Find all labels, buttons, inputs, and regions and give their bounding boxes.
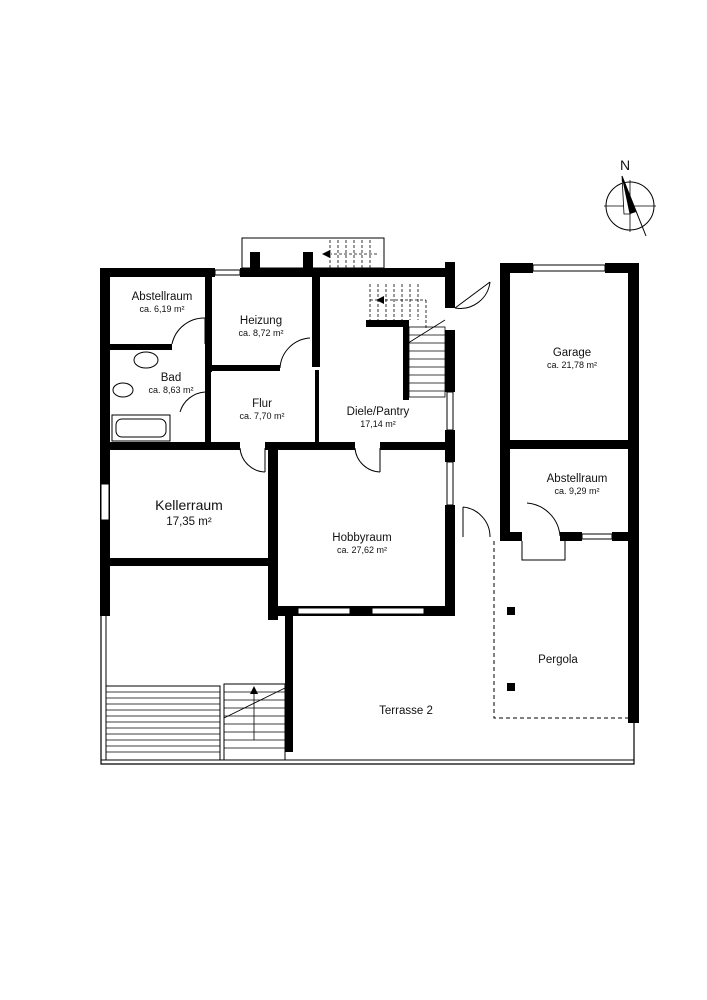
room-labels: Abstellraum ca. 6,19 m² Heizung ca. 8,72… <box>132 291 608 717</box>
room-abstellraum-2-name: Abstellraum <box>547 473 608 485</box>
outdoor-stairs <box>105 683 286 761</box>
room-flur-name: Flur <box>252 398 272 410</box>
room-hobbyraum-area: ca. 27,62 m² <box>337 545 387 555</box>
room-garage-name: Garage <box>553 347 591 359</box>
room-bad-area: ca. 8,63 m² <box>148 385 193 395</box>
room-abstellraum-2-area: ca. 9,29 m² <box>554 486 599 496</box>
room-abstellraum-1-area: ca. 6,19 m² <box>139 304 184 314</box>
walls <box>100 252 639 752</box>
room-heizung-name: Heizung <box>240 315 282 327</box>
room-kellerraum-name: Kellerraum <box>155 497 223 513</box>
terrace-outline <box>100 541 635 765</box>
top-stairs <box>241 237 446 398</box>
room-diele-name: Diele/Pantry <box>347 406 410 418</box>
compass: N <box>604 157 656 237</box>
room-flur-area: ca. 7,70 m² <box>239 411 284 421</box>
windows <box>100 264 613 615</box>
room-abstellraum-1-name: Abstellraum <box>132 291 193 303</box>
room-heizung-area: ca. 8,72 m² <box>238 328 283 338</box>
room-hobbyraum-name: Hobbyraum <box>332 532 391 544</box>
room-kellerraum-area: 17,35 m² <box>166 516 212 528</box>
room-garage-area: ca. 21,78 m² <box>547 360 597 370</box>
room-bad-name: Bad <box>161 372 181 384</box>
room-terrasse-name: Terrasse 2 <box>379 705 433 717</box>
room-diele-area: 17,14 m² <box>360 419 396 429</box>
bath-fixtures <box>111 351 171 442</box>
room-pergola-name: Pergola <box>538 654 578 666</box>
compass-north-label: N <box>620 157 630 173</box>
doors <box>171 281 566 561</box>
